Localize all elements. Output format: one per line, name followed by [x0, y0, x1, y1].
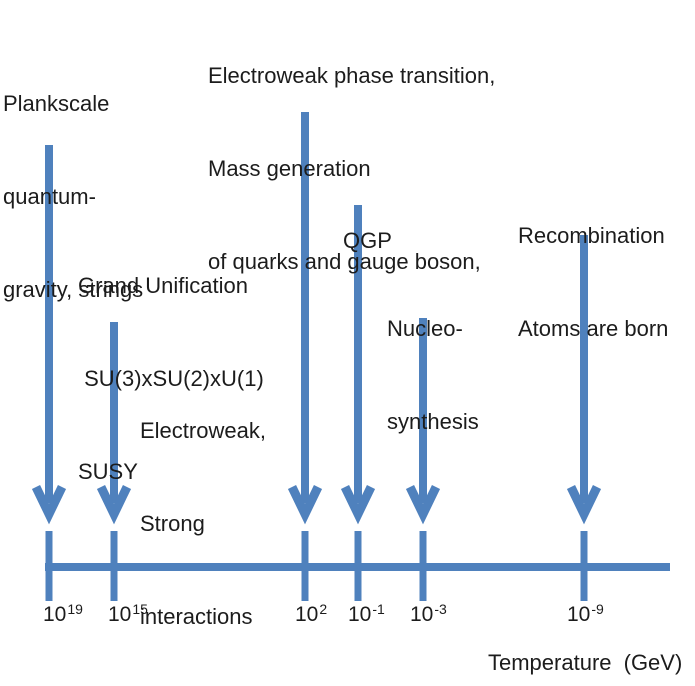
axis-tick-value-10e-9: 10-9: [567, 601, 604, 626]
ew-strong-interactions-label: Electroweak, Strong interactions Are bor…: [140, 418, 266, 629]
qgp-arrow: [340, 205, 376, 525]
grand-unification-label: Grand Unification SU(3)xSU(2)xU(1) SUSY: [78, 273, 264, 484]
axis-tick-value-10e-1: 10-1: [348, 601, 385, 626]
nucleosynthesis-arrow: [405, 318, 441, 525]
planck-scale-arrow: [31, 145, 67, 525]
electroweak-transition-arrow: [287, 112, 323, 525]
axis-tick-value-10e2: 102: [295, 601, 328, 626]
nucleosynthesis-label: Nucleo- synthesis: [387, 316, 479, 434]
axis-tick-value-10e-3: 10-3: [410, 601, 447, 626]
planck-scale-label-line1: Plankscale: [3, 91, 110, 116]
recombination-arrow: [566, 235, 602, 525]
axis-title: Temperature (GeV): [488, 650, 683, 675]
recombination-label: Recombination Atoms are born: [518, 223, 669, 341]
electroweak-transition-label: Electroweak phase transition, Mass gener…: [208, 63, 496, 274]
axis-tick-value-10e19: 1019: [43, 601, 83, 626]
qgp-label: QGP: [343, 228, 392, 253]
planck-scale-label: Plankscale quantum- gravity, strings: [3, 26, 160, 367]
grand-unification-arrow: [96, 322, 132, 525]
axis-tick-value-10e15: 1015: [108, 601, 148, 626]
